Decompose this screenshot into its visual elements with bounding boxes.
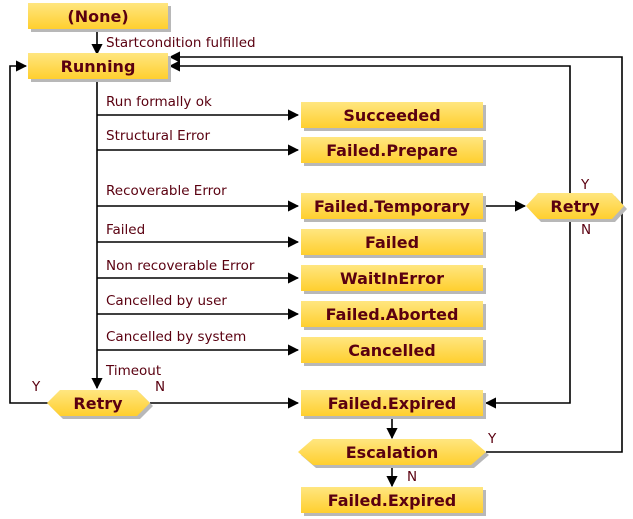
decision-escalation: Escalation: [298, 439, 489, 468]
escalation-yes-label: Y: [487, 431, 497, 447]
state-failed-prepare: Failed.Prepare: [301, 137, 486, 166]
escalation-no-label: N: [407, 469, 417, 485]
decision-retry-right: Retry: [526, 193, 627, 222]
state-running: Running: [28, 53, 171, 82]
branch-labels: Y N Y N Y N: [31, 177, 591, 485]
connectors: [9, 30, 623, 488]
edge-run-ok-label: Run formally ok: [106, 94, 212, 110]
edge-structural-label: Structural Error: [106, 128, 210, 144]
state-failed-expired-1-label: Failed.Expired: [328, 394, 457, 413]
edge-timeout-label: Timeout: [105, 363, 161, 379]
state-failed-temporary-label: Failed.Temporary: [314, 197, 470, 216]
state-succeeded-label: Succeeded: [343, 106, 440, 125]
state-failed-expired-2: Failed.Expired: [301, 487, 486, 516]
decision-retry-right-label: Retry: [550, 197, 600, 216]
decision-escalation-label: Escalation: [346, 443, 439, 462]
edge-cancelled-system-label: Cancelled by system: [106, 329, 246, 345]
edge-nonrecoverable-label: Non recoverable Error: [106, 258, 255, 274]
state-waitinerror-label: WaitInError: [340, 269, 444, 288]
state-failed-prepare-label: Failed.Prepare: [326, 141, 458, 160]
edge-recoverable-label: Recoverable Error: [106, 183, 227, 199]
retry-right-no-label: N: [581, 222, 591, 238]
retry-left-no-label: N: [155, 379, 165, 395]
state-failed-aborted: Failed.Aborted: [301, 301, 486, 330]
retry-left-yes-label: Y: [31, 379, 41, 395]
state-failed-expired-1: Failed.Expired: [301, 390, 486, 419]
state-failed: Failed: [301, 229, 486, 258]
state-failed-temporary: Failed.Temporary: [301, 193, 486, 222]
decision-retry-left-label: Retry: [73, 394, 123, 413]
edge-failed-label: Failed: [106, 222, 145, 238]
decision-retry-left: Retry: [47, 390, 153, 419]
state-failed-aborted-label: Failed.Aborted: [326, 305, 459, 324]
edge-cancelled-user-label: Cancelled by user: [106, 293, 227, 309]
state-running-label: Running: [61, 57, 136, 76]
state-cancelled: Cancelled: [301, 337, 486, 366]
state-failed-label: Failed: [365, 233, 419, 252]
edge-labels: Startcondition fulfilled Run formally ok…: [105, 35, 256, 379]
state-cancelled-label: Cancelled: [348, 341, 436, 360]
state-succeeded: Succeeded: [301, 102, 486, 131]
state-failed-expired-2-label: Failed.Expired: [328, 491, 457, 510]
retry-right-yes-label: Y: [580, 177, 590, 193]
state-none-label: (None): [67, 7, 128, 26]
state-waitinerror: WaitInError: [301, 265, 486, 294]
edge-startcondition-label: Startcondition fulfilled: [106, 35, 256, 51]
state-none: (None): [28, 3, 171, 32]
